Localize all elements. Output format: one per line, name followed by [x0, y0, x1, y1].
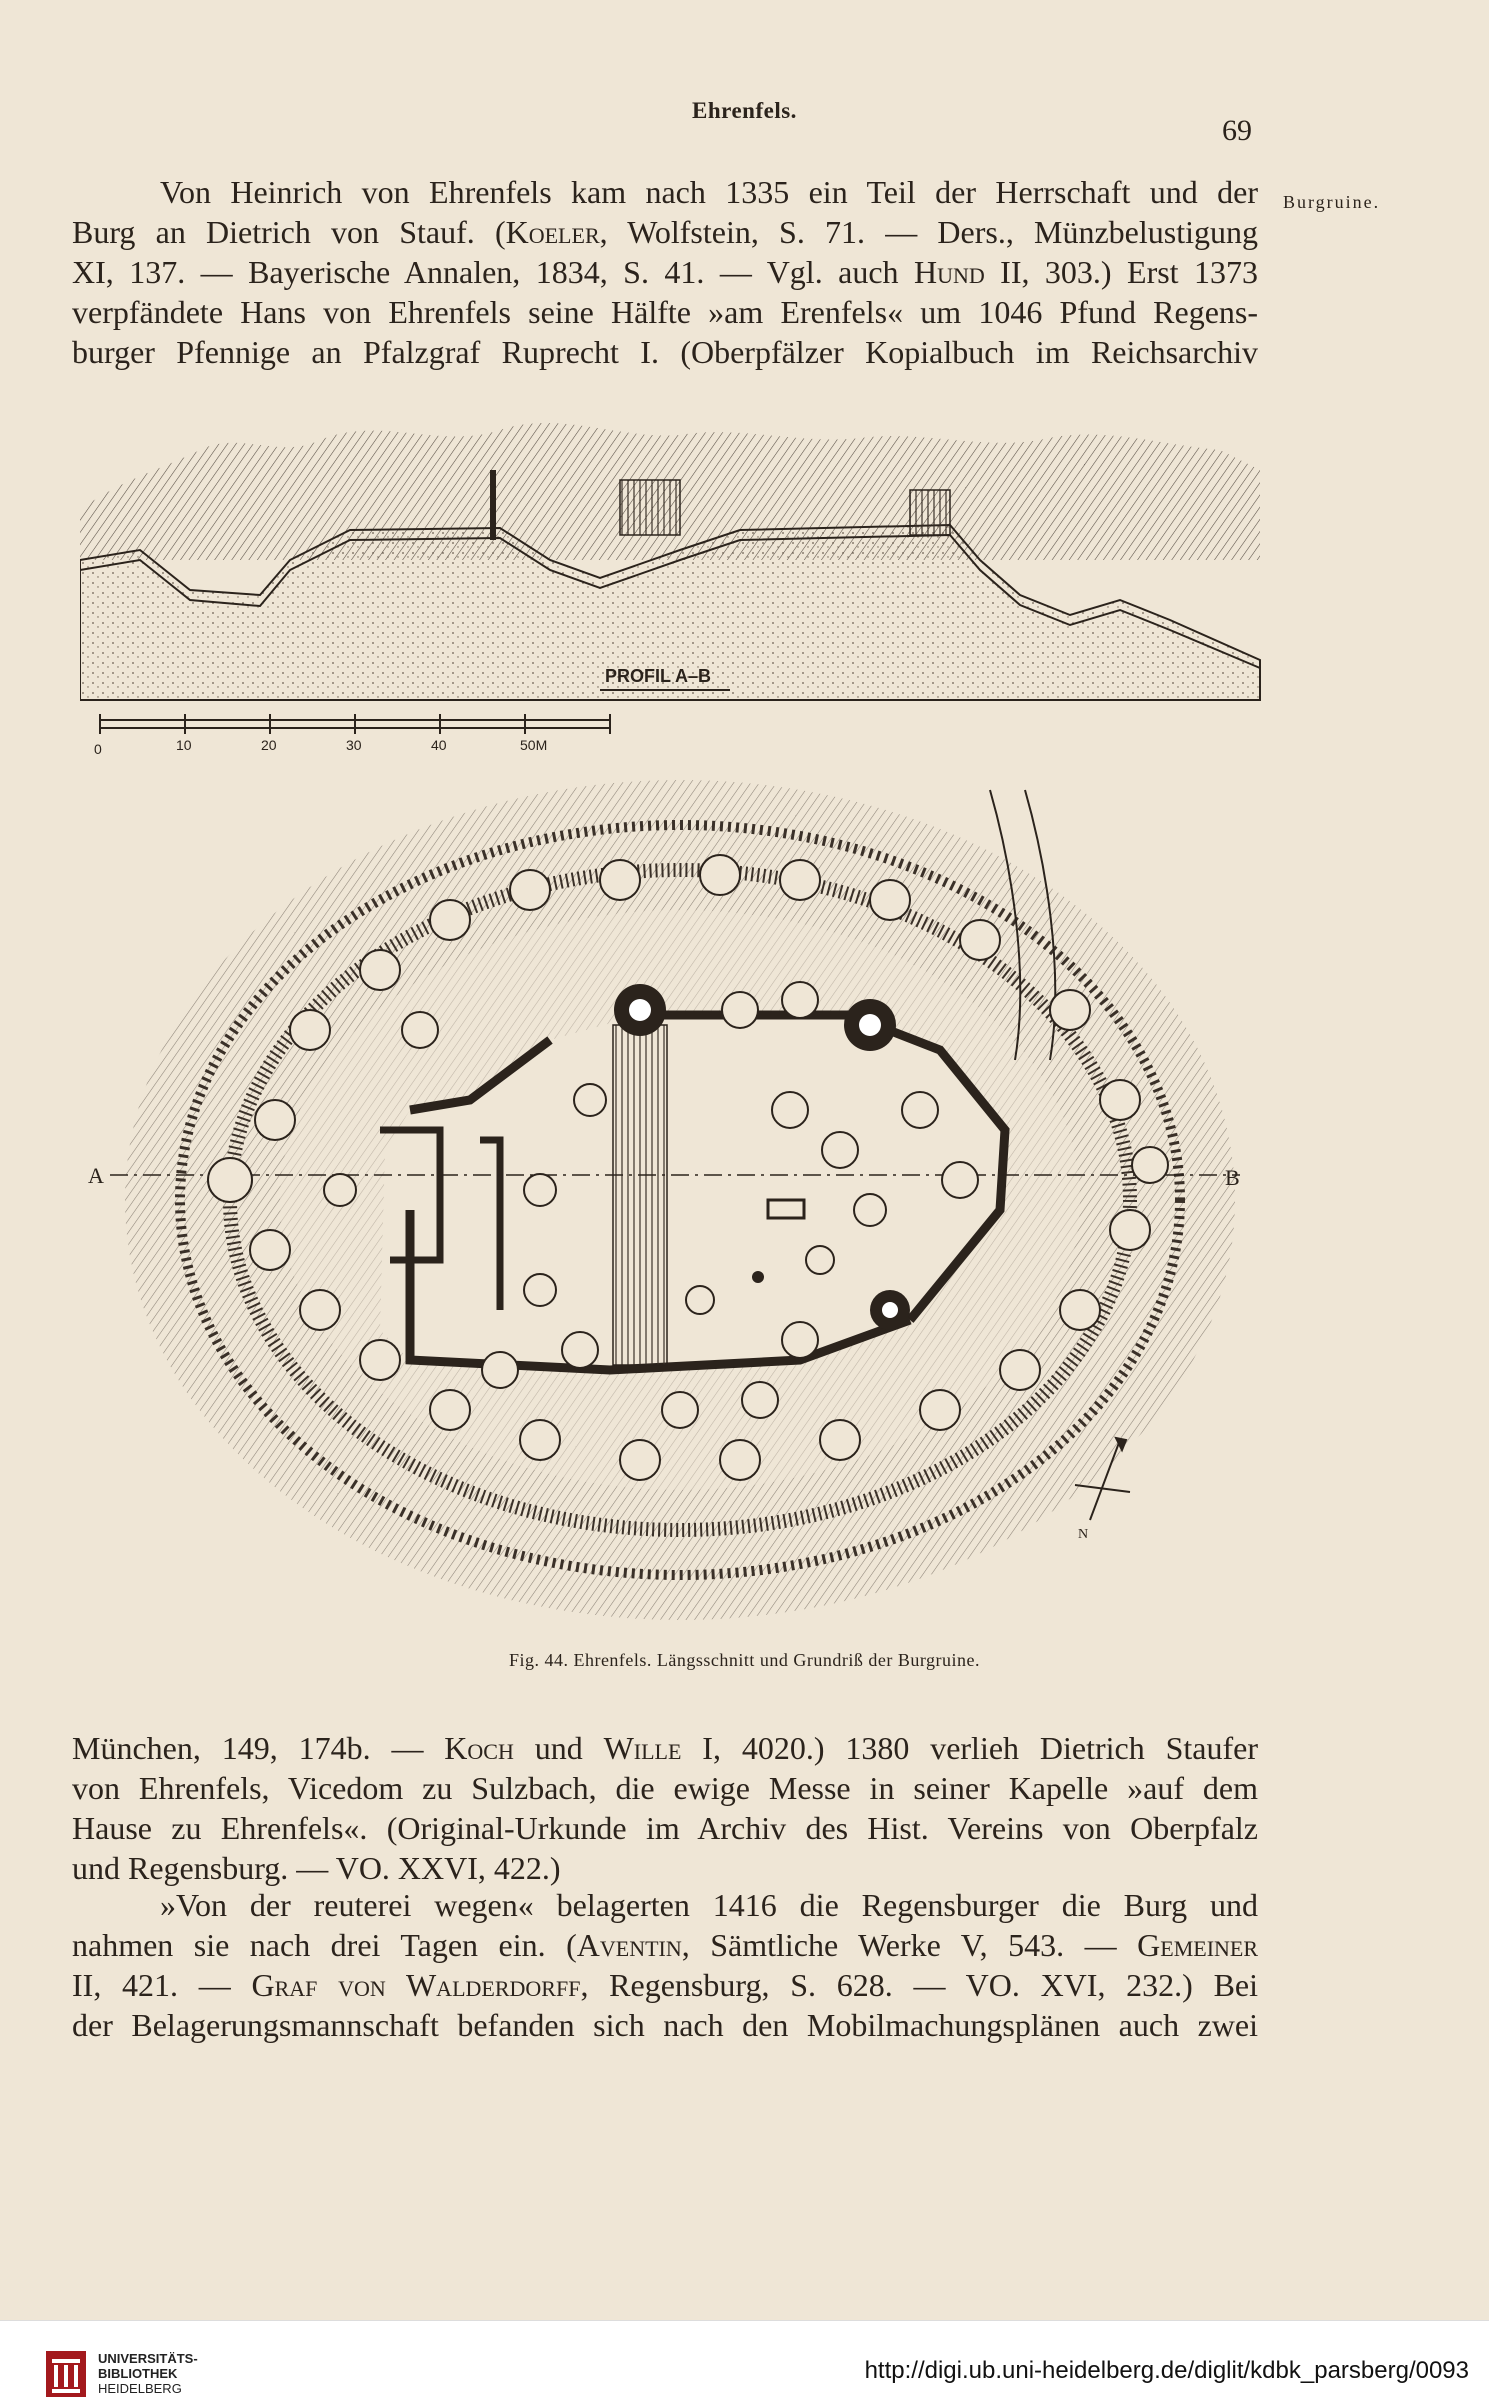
- paragraph-1: Von Heinrich von Ehrenfels kam nach 1335…: [72, 174, 1259, 370]
- institution-name: UNIVERSITÄTS- BIBLIOTHEK HEIDELBERG: [98, 2351, 198, 2396]
- scale-bar: 0 10 20 30 40 50M: [94, 714, 611, 757]
- page-number: 69: [1222, 114, 1252, 147]
- ground-plan: A B: [88, 780, 1240, 1620]
- castle-ruin-figure: PROFIL A–B 0 10 20 30 40 50M: [80, 423, 1261, 1620]
- margin-note: Burgruine.: [1283, 192, 1381, 212]
- marker-b: B: [1225, 1165, 1240, 1190]
- marker-a: A: [88, 1163, 104, 1188]
- scale-label: 0: [94, 741, 102, 757]
- paragraph-3: »Von der reuterei wegen« belagerten 1416…: [72, 1887, 1259, 2043]
- paragraph-2: München, 149, 174b. — Koch und Wille I, …: [72, 1730, 1258, 1886]
- scale-label: 40: [431, 737, 447, 753]
- figure-caption: Fig. 44. Ehrenfels. Längsschnitt und Gru…: [508, 1650, 981, 1670]
- scale-label: 20: [261, 737, 277, 753]
- source-url-link[interactable]: http://digi.ub.uni-heidelberg.de/diglit/…: [864, 2357, 1469, 2384]
- profile-label: PROFIL A–B: [605, 666, 711, 686]
- library-footer: UNIVERSITÄTS- BIBLIOTHEK HEIDELBERG http…: [0, 2320, 1489, 2406]
- scale-label: 10: [176, 737, 192, 753]
- profile-section: PROFIL A–B: [80, 423, 1261, 701]
- north-label: N: [1078, 1527, 1088, 1542]
- scale-label: 30: [346, 737, 362, 753]
- running-head: Ehrenfels.: [692, 98, 797, 123]
- north-arrow: [1074, 1436, 1131, 1521]
- scale-label: 50M: [520, 737, 547, 753]
- university-library-logo: [46, 2351, 86, 2397]
